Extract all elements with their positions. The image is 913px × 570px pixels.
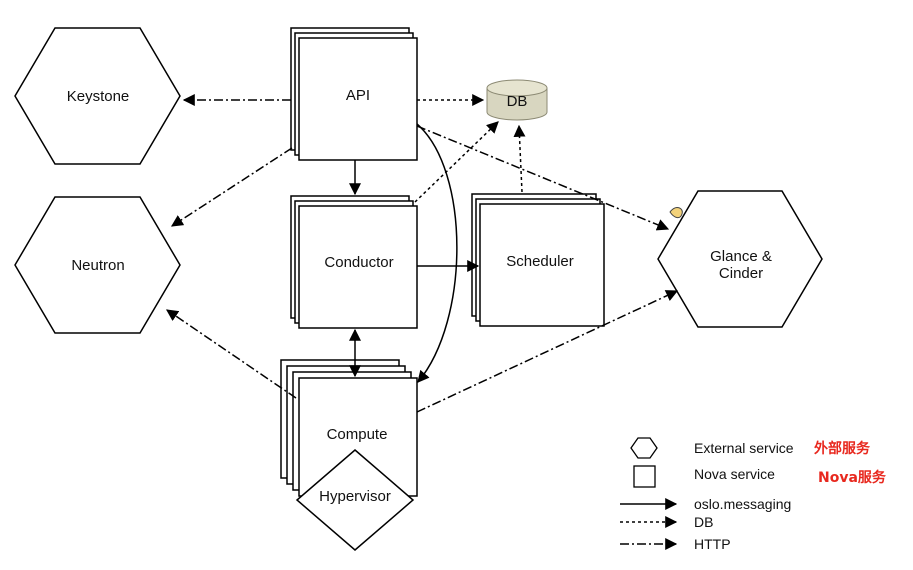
- api-to-neutron-edge: [170, 147, 293, 227]
- legend-db-label: DB: [694, 514, 713, 530]
- glance-label: Glance &: [710, 248, 772, 265]
- cursor-icon: [669, 207, 683, 219]
- legend-external-hexagon-icon: [630, 437, 658, 459]
- glance-cinder-node: Glance & Cinder: [657, 190, 823, 328]
- conductor-label: Conductor: [324, 254, 393, 271]
- api-label: API: [346, 87, 370, 104]
- scheduler-to-db-edge: [513, 124, 526, 193]
- legend-nova-square-icon: [633, 465, 656, 488]
- legend-nova-cn-label: Nova服务: [818, 469, 887, 486]
- neutron-label: Neutron: [71, 257, 124, 274]
- api-to-compute-edge: [416, 123, 458, 383]
- compute-to-neutron-edge: [166, 309, 297, 399]
- legend-nova-label: Nova service: [694, 466, 775, 482]
- hypervisor-label: Hypervisor: [319, 488, 391, 505]
- keystone-node: Keystone: [14, 27, 181, 165]
- scheduler-label: Scheduler: [506, 253, 574, 270]
- compute-label: Compute: [327, 426, 388, 443]
- legend-http-label: HTTP: [694, 536, 731, 552]
- legend-external-label: External service: [694, 440, 794, 456]
- hypervisor-node: Hypervisor: [295, 449, 415, 551]
- api-to-glance-edge: [416, 125, 670, 231]
- keystone-label: Keystone: [67, 88, 130, 105]
- db-label: DB: [507, 93, 528, 110]
- scheduler-node: Scheduler: [471, 193, 605, 327]
- legend: External service 外部服务 Nova service Nova服…: [620, 437, 887, 552]
- conductor-to-db-edge: [414, 121, 499, 203]
- conductor-node: Conductor: [290, 195, 418, 329]
- legend-oslo-label: oslo.messaging: [694, 496, 791, 512]
- neutron-node: Neutron: [14, 196, 181, 334]
- db-node: DB: [486, 79, 548, 121]
- compute-to-glance-edge: [416, 290, 679, 413]
- api-node: API: [290, 27, 418, 161]
- cinder-label: Cinder: [719, 265, 763, 282]
- legend-external-cn-label: 外部服务: [814, 440, 871, 457]
